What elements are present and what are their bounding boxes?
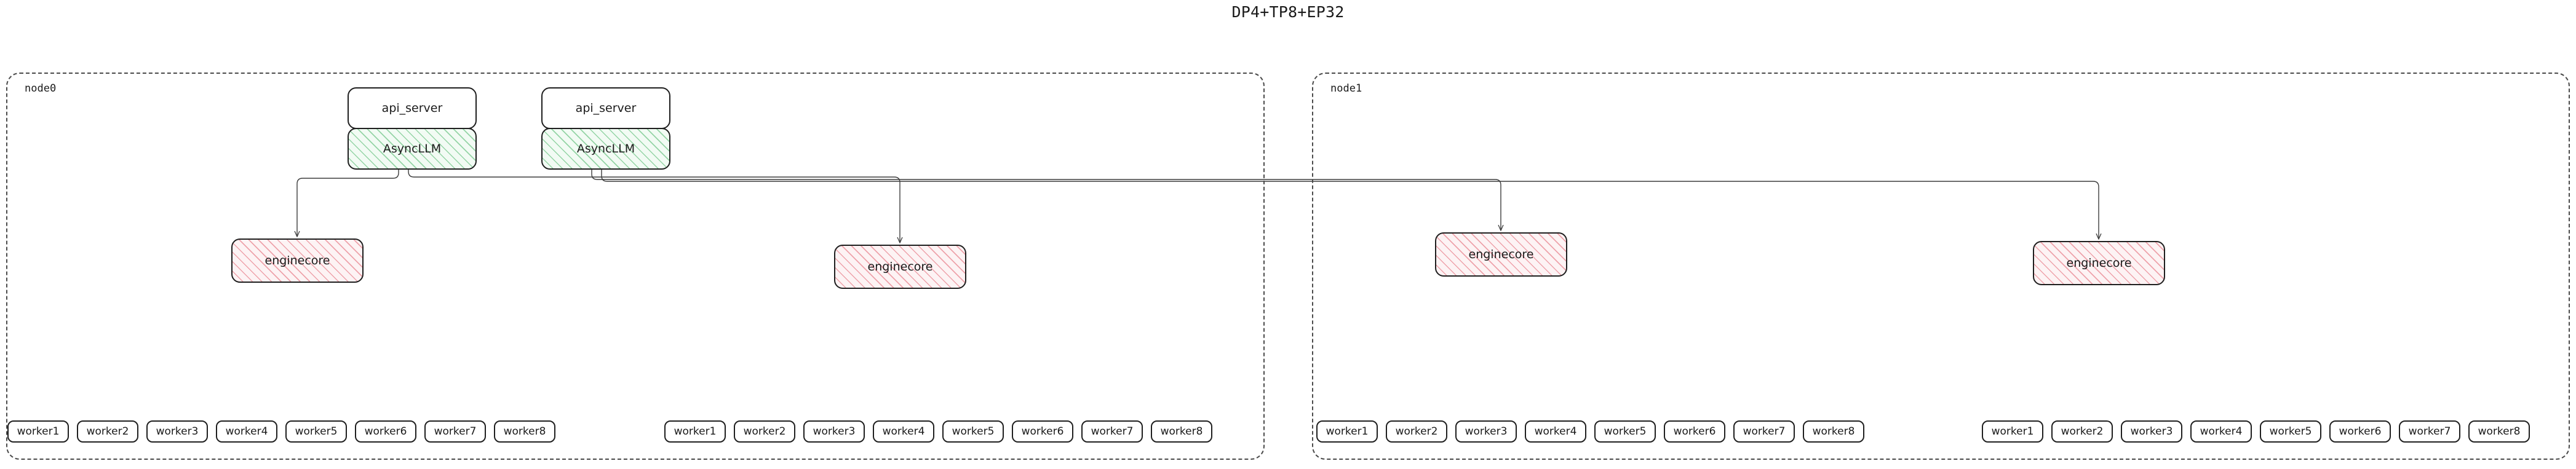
worker_group_1-worker2-label: worker2 bbox=[743, 425, 786, 438]
worker_group_1-worker3[interactable]: worker3 bbox=[803, 420, 865, 443]
worker_group_2-worker5-label: worker5 bbox=[1604, 425, 1647, 438]
asyncllm_0[interactable]: AsyncLLM bbox=[348, 128, 477, 170]
enginecore_2-label: enginecore bbox=[1468, 248, 1534, 261]
asyncllm_0-label: AsyncLLM bbox=[383, 142, 442, 156]
cluster-node0: node0 bbox=[6, 73, 1265, 460]
worker_group_2-worker2-label: worker2 bbox=[1395, 425, 1438, 438]
worker_group_3-worker2-label: worker2 bbox=[2061, 425, 2104, 438]
worker_group_3-worker4-label: worker4 bbox=[2200, 425, 2243, 438]
enginecore_0-label: enginecore bbox=[264, 254, 330, 267]
worker_group_0-worker6[interactable]: worker6 bbox=[355, 420, 416, 443]
worker_group_2-worker2[interactable]: worker2 bbox=[1386, 420, 1447, 443]
worker_group_2-worker3[interactable]: worker3 bbox=[1455, 420, 1517, 443]
worker_group_1-worker1[interactable]: worker1 bbox=[664, 420, 726, 443]
cluster-label-node1: node1 bbox=[1330, 82, 1362, 95]
worker_group_2-worker6[interactable]: worker6 bbox=[1664, 420, 1725, 443]
worker_group_2-worker4-label: worker4 bbox=[1534, 425, 1577, 438]
worker_group_2-worker8-label: worker8 bbox=[1812, 425, 1855, 438]
worker_group_1-worker8[interactable]: worker8 bbox=[1151, 420, 1212, 443]
worker_group_3-worker1-label: worker1 bbox=[1991, 425, 2034, 438]
worker_group_0-worker8-label: worker8 bbox=[503, 425, 546, 438]
enginecore_3-label: enginecore bbox=[2066, 256, 2132, 270]
worker_group_3-worker6-label: worker6 bbox=[2339, 425, 2382, 438]
worker_group_0-worker6-label: worker6 bbox=[364, 425, 407, 438]
worker_group_0-worker1-label: worker1 bbox=[17, 425, 60, 438]
worker_group_3-worker7-label: worker7 bbox=[2408, 425, 2451, 438]
cluster-label-node0: node0 bbox=[25, 82, 57, 95]
worker_group_0-worker3[interactable]: worker3 bbox=[146, 420, 208, 443]
worker_group_1-worker5[interactable]: worker5 bbox=[942, 420, 1004, 443]
worker_group_2-worker6-label: worker6 bbox=[1673, 425, 1716, 438]
worker_group_2-worker7[interactable]: worker7 bbox=[1733, 420, 1795, 443]
worker_group_1-worker4-label: worker4 bbox=[882, 425, 925, 438]
api_server_0[interactable]: api_server bbox=[348, 87, 477, 129]
worker_group_2-worker1-label: worker1 bbox=[1326, 425, 1369, 438]
page-title: DP4+TP8+EP32 bbox=[1231, 3, 1345, 21]
worker_group_1-worker3-label: worker3 bbox=[813, 425, 856, 438]
worker_group_0-worker5[interactable]: worker5 bbox=[285, 420, 347, 443]
worker_group_3-worker3-label: worker3 bbox=[2130, 425, 2173, 438]
worker_group_1-worker1-label: worker1 bbox=[674, 425, 717, 438]
worker_group_1-worker4[interactable]: worker4 bbox=[873, 420, 934, 443]
worker_group_0-worker7[interactable]: worker7 bbox=[424, 420, 486, 443]
enginecore_2[interactable]: enginecore bbox=[1435, 232, 1567, 277]
worker_group_3-worker8[interactable]: worker8 bbox=[2468, 420, 2530, 443]
worker_group_2-worker3-label: worker3 bbox=[1465, 425, 1508, 438]
worker_group_1-worker7-label: worker7 bbox=[1091, 425, 1134, 438]
api_server_1[interactable]: api_server bbox=[541, 87, 670, 129]
worker_group_3-worker5[interactable]: worker5 bbox=[2260, 420, 2321, 443]
worker_group_0-worker2[interactable]: worker2 bbox=[77, 420, 138, 443]
worker_group_0-worker5-label: worker5 bbox=[295, 425, 338, 438]
enginecore_3[interactable]: enginecore bbox=[2033, 241, 2165, 285]
worker_group_2-worker5[interactable]: worker5 bbox=[1594, 420, 1656, 443]
worker_group_0-worker8[interactable]: worker8 bbox=[494, 420, 555, 443]
worker_group_2-worker8[interactable]: worker8 bbox=[1803, 420, 1864, 443]
worker_group_0-worker2-label: worker2 bbox=[86, 425, 129, 438]
asyncllm_1[interactable]: AsyncLLM bbox=[541, 128, 670, 170]
worker_group_3-worker2[interactable]: worker2 bbox=[2051, 420, 2113, 443]
worker_group_3-worker1[interactable]: worker1 bbox=[1982, 420, 2043, 443]
worker_group_0-worker1[interactable]: worker1 bbox=[7, 420, 69, 443]
worker_group_0-worker7-label: worker7 bbox=[434, 425, 477, 438]
worker_group_3-worker4[interactable]: worker4 bbox=[2190, 420, 2252, 443]
worker_group_2-worker1[interactable]: worker1 bbox=[1316, 420, 1378, 443]
enginecore_0[interactable]: enginecore bbox=[231, 238, 364, 283]
worker_group_2-worker4[interactable]: worker4 bbox=[1525, 420, 1586, 443]
worker_group_0-worker4[interactable]: worker4 bbox=[216, 420, 277, 443]
worker_group_1-worker6[interactable]: worker6 bbox=[1012, 420, 1073, 443]
worker_group_3-worker5-label: worker5 bbox=[2269, 425, 2312, 438]
worker_group_3-worker3[interactable]: worker3 bbox=[2121, 420, 2182, 443]
api_server_0-label: api_server bbox=[381, 101, 443, 115]
worker_group_3-worker8-label: worker8 bbox=[2478, 425, 2521, 438]
worker_group_2-worker7-label: worker7 bbox=[1743, 425, 1786, 438]
worker_group_3-worker6[interactable]: worker6 bbox=[2329, 420, 2391, 443]
worker_group_1-worker8-label: worker8 bbox=[1160, 425, 1203, 438]
worker_group_3-worker7[interactable]: worker7 bbox=[2399, 420, 2460, 443]
worker_group_1-worker5-label: worker5 bbox=[952, 425, 995, 438]
worker_group_0-worker3-label: worker3 bbox=[156, 425, 199, 438]
worker_group_0-worker4-label: worker4 bbox=[225, 425, 268, 438]
enginecore_1-label: enginecore bbox=[867, 260, 933, 274]
cluster-node1: node1 bbox=[1312, 73, 2570, 460]
worker_group_1-worker6-label: worker6 bbox=[1021, 425, 1064, 438]
worker_group_1-worker7[interactable]: worker7 bbox=[1081, 420, 1143, 443]
api_server_1-label: api_server bbox=[575, 101, 637, 115]
asyncllm_1-label: AsyncLLM bbox=[576, 142, 635, 156]
worker_group_1-worker2[interactable]: worker2 bbox=[734, 420, 795, 443]
enginecore_1[interactable]: enginecore bbox=[834, 245, 966, 289]
